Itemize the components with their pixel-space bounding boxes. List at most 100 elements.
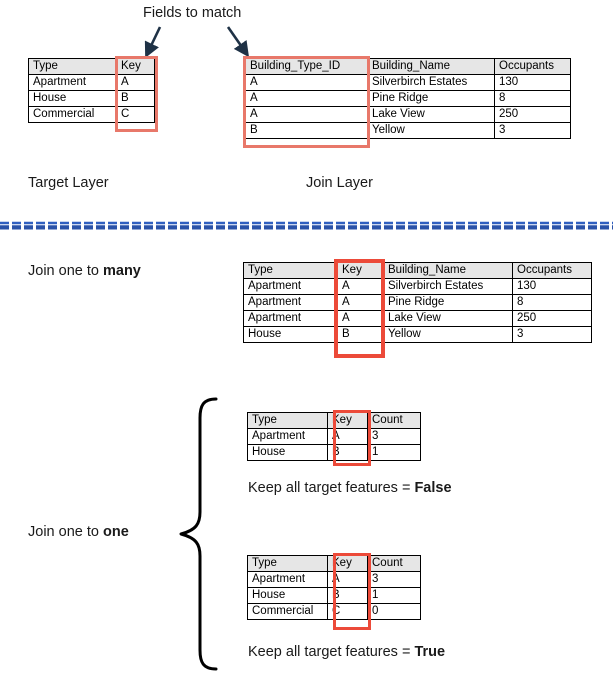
table-row: A Pine Ridge 8 [245,90,571,107]
cell-building-name: Silverbirch Estates [383,278,513,295]
column-header-building-type-id: Building_Type_ID [245,58,368,75]
cell-type: House [247,444,328,461]
cell-count: 1 [367,587,421,604]
keep-all-true-caption: Keep all target features = True [248,644,446,661]
one-to-one-keep-false-table-wrap: Type Key Count Apartment A 3 House B 1 [247,412,421,461]
table-header-row: Building_Type_ID Building_Name Occupants [245,58,571,75]
table-row: House B 1 [247,587,421,604]
cell-type: Apartment [243,294,338,311]
join-one-to-many-emphasis: many [102,263,141,279]
cell-occupants: 3 [494,122,571,139]
cell-type: Commercial [247,603,328,620]
arrow-to-join-key [220,24,266,64]
cell-building-type-id: A [245,90,368,107]
cell-type: Commercial [28,106,117,123]
cell-building-name: Pine Ridge [367,90,495,107]
cell-key: A [337,294,384,311]
column-header-building-name: Building_Name [383,262,513,279]
cell-building-type-id: A [245,74,368,91]
column-header-key: Key [337,262,384,279]
target-layer-table: Type Key Apartment A House B Commercial … [28,58,155,123]
arrow-down-right-icon [226,26,250,58]
cell-key: A [327,571,368,588]
arrow-down-right-icon [144,26,162,58]
cell-key: A [337,278,384,295]
one-to-one-keep-true-table-wrap: Type Key Count Apartment A 3 House B 1 C… [247,555,421,620]
cell-type: Apartment [243,310,338,327]
cell-type: House [247,587,328,604]
table-header-row: Type Key [28,58,155,75]
keep-all-false-prefix: Keep all target features = [248,480,415,496]
keep-all-true-prefix: Keep all target features = [248,644,415,660]
table-row: Apartment A 3 [247,571,421,588]
cell-type: House [28,90,117,107]
column-header-building-name: Building_Name [367,58,495,75]
cell-occupants: 130 [512,278,592,295]
column-header-key: Key [327,555,368,572]
target-layer-table-wrap: Type Key Apartment A House B Commercial … [28,58,155,123]
column-header-type: Type [28,58,117,75]
one-to-many-result-table: Type Key Building_Name Occupants Apartme… [243,262,592,343]
table-row: Apartment A Pine Ridge 8 [243,294,592,311]
join-one-to-one-label: Join one to one [28,524,129,541]
column-header-occupants: Occupants [512,262,592,279]
column-header-count: Count [367,555,421,572]
table-row: A Lake View 250 [245,106,571,123]
table-row: House B 1 [247,444,421,461]
dashed-divider-icon [0,221,613,230]
cell-key: B [327,444,368,461]
cell-count: 3 [367,428,421,445]
column-header-key: Key [327,412,368,429]
one-to-one-brace [178,396,224,672]
cell-count: 3 [367,571,421,588]
cell-occupants: 8 [512,294,592,311]
table-header-row: Type Key Building_Name Occupants [243,262,592,279]
column-header-count: Count [367,412,421,429]
join-one-to-many-label: Join one to many [28,263,141,280]
cell-key: B [327,587,368,604]
one-to-one-keep-false-table: Type Key Count Apartment A 3 House B 1 [247,412,421,461]
join-one-to-one-prefix: Join one to [28,524,103,540]
join-one-to-many-prefix: Join one to [28,263,103,279]
cell-key: B [116,90,155,107]
keep-all-false-caption: Keep all target features = False [248,480,452,497]
join-one-to-one-emphasis: one [102,524,129,540]
keep-all-true-value: True [414,644,446,660]
table-row: House B [28,90,155,107]
cell-key: C [327,603,368,620]
table-row: Commercial C 0 [247,603,421,620]
cell-building-name: Yellow [383,326,513,343]
cell-key: A [337,310,384,327]
one-to-one-keep-true-table: Type Key Count Apartment A 3 House B 1 C… [247,555,421,620]
table-row: Apartment A Silverbirch Estates 130 [243,278,592,295]
column-header-key: Key [116,58,155,75]
cell-building-name: Yellow [367,122,495,139]
join-layer-table: Building_Type_ID Building_Name Occupants… [245,58,571,139]
cell-occupants: 250 [494,106,571,123]
cell-key: A [116,74,155,91]
cell-building-name: Silverbirch Estates [367,74,495,91]
cell-key: C [116,106,155,123]
curly-brace-icon [179,397,218,671]
table-row: Commercial C [28,106,155,123]
keep-all-false-value: False [414,480,452,496]
cell-occupants: 3 [512,326,592,343]
cell-type: Apartment [247,571,328,588]
target-layer-caption: Target Layer [28,175,109,191]
table-header-row: Type Key Count [247,555,421,572]
cell-building-name: Lake View [383,310,513,327]
cell-building-type-id: A [245,106,368,123]
column-header-type: Type [247,412,328,429]
table-header-row: Type Key Count [247,412,421,429]
cell-occupants: 250 [512,310,592,327]
column-header-type: Type [247,555,328,572]
table-row: Apartment A Lake View 250 [243,310,592,327]
cell-building-name: Lake View [367,106,495,123]
cell-building-type-id: B [245,122,368,139]
arrow-to-target-key [132,24,178,64]
cell-type: Apartment [243,278,338,295]
cell-type: House [243,326,338,343]
cell-count: 1 [367,444,421,461]
cell-type: Apartment [247,428,328,445]
table-row: Apartment A [28,74,155,91]
